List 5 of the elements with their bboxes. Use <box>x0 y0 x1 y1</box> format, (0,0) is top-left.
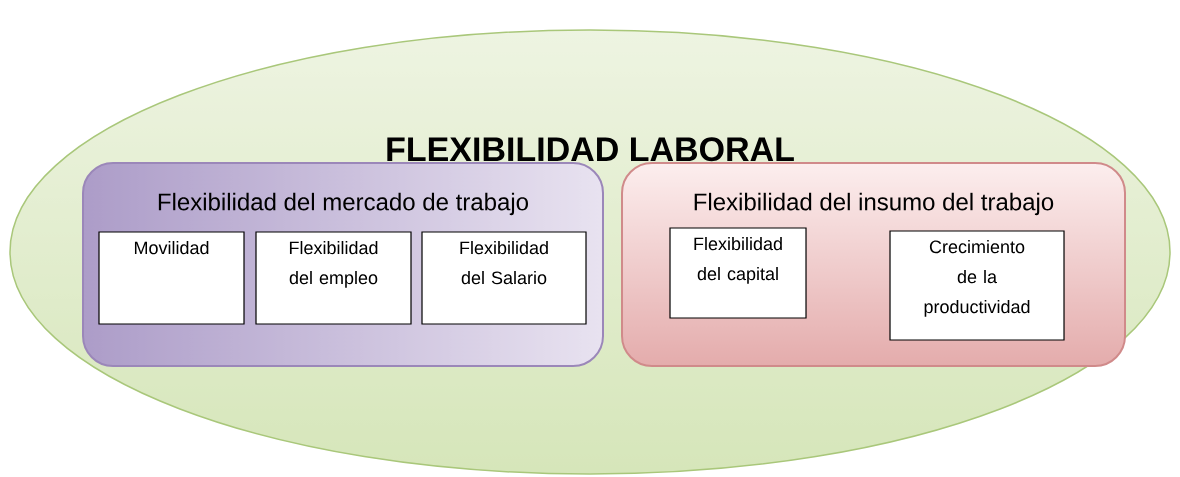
item-box: Flexibilidad del Salario <box>421 231 587 325</box>
item-box: Movilidad <box>98 231 245 325</box>
item-box: Crecimiento de la productividad <box>889 230 1065 341</box>
item-box: Flexibilidad del capital <box>669 227 807 319</box>
item-box: Flexibilidad del empleo <box>255 231 412 325</box>
